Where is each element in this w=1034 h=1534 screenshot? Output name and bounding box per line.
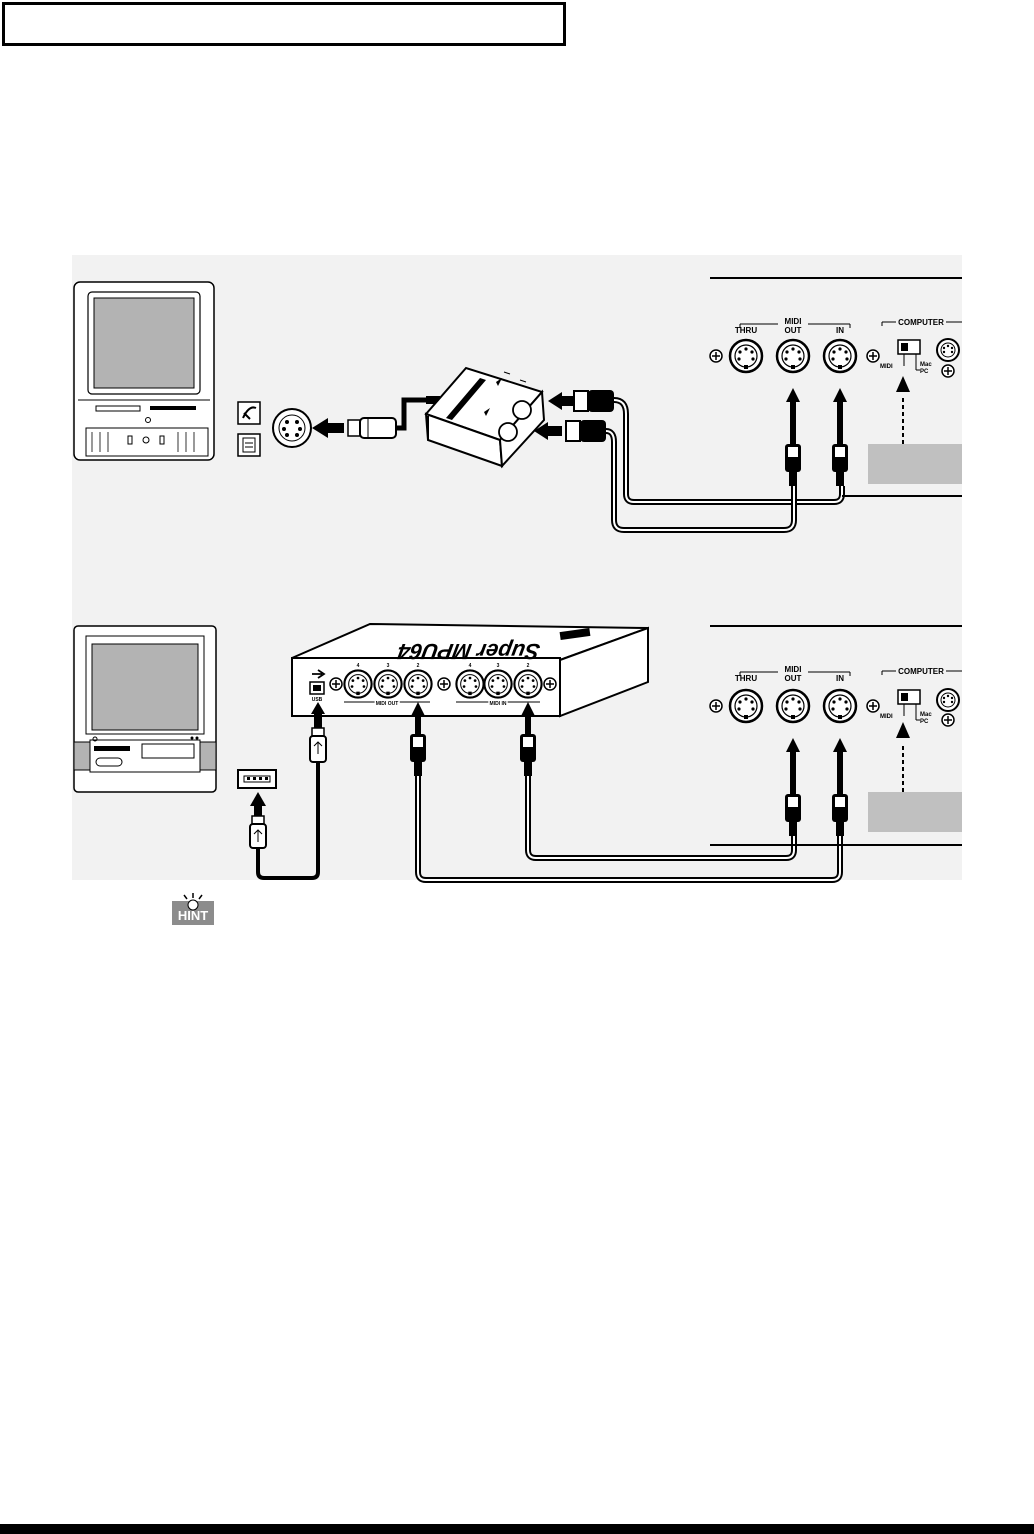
interface-brand: Super MPU64 (396, 639, 542, 664)
instrument-panel-1: MIDI THRU OUT IN COMPUTER MIDI Mac PC (709, 277, 962, 497)
diagram-background (72, 255, 962, 880)
arrow-into-midi-out-2 (786, 738, 800, 794)
in-port-number-3: 3 (497, 663, 500, 669)
header-box (2, 2, 566, 46)
arrow-into-computer-usb (250, 792, 266, 816)
switch-pc-label: PC (920, 369, 929, 375)
arrow-into-interface-lower (534, 422, 562, 440)
interface-usb-label: USB (312, 697, 323, 703)
usb-midi-interface-box: Super MPU64 USB 4 3 2 4 3 2 MIDI OUT MID… (291, 622, 649, 718)
out-port-number-2: 2 (417, 663, 420, 669)
midi-plug-interface-lower (565, 420, 606, 442)
midi-plug-interface-out (410, 734, 426, 776)
midi-out-jack (775, 338, 811, 374)
panel-in-label: IN (836, 326, 844, 335)
panel-computer-label: COMPUTER (898, 318, 944, 327)
midi-plug-interface-in (520, 734, 536, 776)
panel-thru-label: THRU (735, 326, 757, 335)
midi-thru-jack-2 (728, 688, 764, 724)
arrow-into-interface-upper (548, 392, 576, 410)
switch-mac-label-2: Mac (920, 712, 932, 718)
arrow-into-interface-out (411, 702, 425, 734)
in-port-number-2: 2 (527, 663, 530, 669)
midi-plug-interface-upper (573, 390, 614, 412)
instrument-gray-box-1 (868, 444, 962, 484)
midi-in-port-4 (455, 669, 485, 699)
midi-in-port-3 (483, 669, 513, 699)
instrument-gray-box-2 (868, 792, 962, 832)
computer-jack-2 (936, 688, 960, 712)
midi-in-port-2 (513, 669, 543, 699)
in-port-number-4: 4 (469, 663, 472, 669)
computer-pc-2 (73, 625, 217, 793)
panel-out-label: OUT (785, 326, 802, 335)
arrow-into-midi-in-1 (833, 388, 847, 444)
midi-out-jack-2 (775, 688, 811, 724)
out-port-number-4: 4 (357, 663, 360, 669)
panel-thru-label-2: THRU (735, 674, 757, 683)
panel-in-label-2: IN (836, 674, 844, 683)
arrow-into-midi-in-2 (833, 738, 847, 794)
midi-in-jack (822, 338, 858, 374)
midi-in-jack-2 (822, 688, 858, 724)
printer-port-icon (237, 433, 261, 457)
hint-label: HINT (178, 908, 208, 923)
usb-plug-computer (249, 815, 267, 849)
arrow-into-interface-in (521, 702, 535, 734)
midi-out-port-4 (343, 669, 373, 699)
instrument-panel-2: MIDI THRU OUT IN COMPUTER MIDI Mac PC (709, 625, 962, 846)
midi-out-group-label: MIDI OUT (376, 701, 399, 707)
midi-plug-out-2 (785, 794, 801, 836)
midi-thru-jack (728, 338, 764, 374)
midi-interface-box (424, 366, 546, 469)
midi-cable-1b (605, 428, 797, 533)
computer-mac-1 (73, 281, 215, 461)
midi-cable-1a (613, 397, 845, 505)
hint-icon: HINT (172, 893, 214, 925)
panel-midi-label: MIDI (785, 317, 802, 326)
footer-bar (0, 1524, 1034, 1534)
arrow-into-midi-out-1 (786, 388, 800, 444)
switch-midi-label-2: MIDI (880, 714, 893, 720)
modem-port-icon (237, 401, 261, 425)
midi-out-port-3 (373, 669, 403, 699)
usb-port-computer (237, 769, 277, 789)
midi-plug-in-1 (832, 444, 848, 486)
midi-cable-2b (415, 776, 843, 883)
midi-plug-out-1 (785, 444, 801, 486)
switch-midi-label: MIDI (880, 364, 893, 370)
arrow-into-serial-port (312, 418, 344, 438)
panel-midi-label-2: MIDI (785, 665, 802, 674)
midi-out-port-2 (403, 669, 433, 699)
usb-cable (256, 762, 320, 880)
panel-computer-label-2: COMPUTER (898, 667, 944, 676)
serial-cable-plug (347, 396, 440, 439)
computer-jack (936, 338, 960, 362)
arrow-into-interface-usb (311, 702, 325, 728)
usb-plug-interface (309, 727, 327, 763)
panel-out-label-2: OUT (785, 674, 802, 683)
out-port-number-3: 3 (387, 663, 390, 669)
switch-mac-label: Mac (920, 362, 932, 368)
midi-in-group-label: MIDI IN (490, 701, 507, 707)
serial-port-connector (272, 408, 312, 448)
midi-plug-in-2 (832, 794, 848, 836)
switch-pc-label-2: PC (920, 719, 929, 725)
